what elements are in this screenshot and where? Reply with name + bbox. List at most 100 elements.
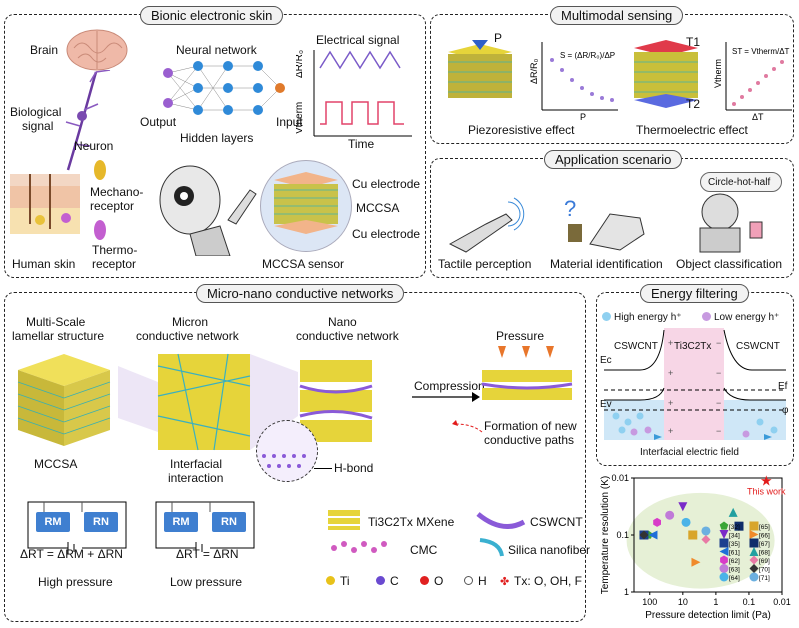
formula-st: ST = Vtherm/ΔT xyxy=(732,47,790,56)
legend-cmc: CMC xyxy=(410,543,438,557)
robot-hand-tactile xyxy=(448,197,525,253)
atom-tx-icon: ✤ xyxy=(500,576,510,588)
label-thermo-1: Thermo- xyxy=(92,243,138,257)
label-ev: Ev xyxy=(600,399,612,410)
y-tick-label: 0.1 xyxy=(616,530,629,540)
compressed-network xyxy=(481,370,573,400)
compression-arrow xyxy=(412,392,480,402)
label-material: Material identification xyxy=(550,257,663,271)
legend-marker xyxy=(719,564,729,573)
hbond-arrow xyxy=(314,468,332,469)
svg-text:+: + xyxy=(668,338,673,348)
thermo-x-label: ΔT xyxy=(752,112,764,120)
electrical-signal-plot: ΔR/R₀ Vtherm xyxy=(296,50,412,137)
label-mccsa-sensor: MCCSA sensor xyxy=(262,257,345,271)
label-input: Input xyxy=(276,115,303,129)
label-ti3c2tx: Ti3C2Tx xyxy=(674,341,712,352)
x-axis-label: Pressure detection limit (Pa) xyxy=(645,610,771,621)
data-point xyxy=(734,521,744,531)
piezo-x-label: P xyxy=(580,112,586,120)
legend-marker xyxy=(719,530,729,539)
label-cswcnt-right: CSWCNT xyxy=(736,341,780,352)
brain-illustration xyxy=(66,29,128,71)
thermoreceptor-icon xyxy=(94,220,106,240)
legend-marker xyxy=(719,538,729,548)
circuit-high-pressure xyxy=(27,501,127,554)
x-tick-label: 1 xyxy=(713,597,718,607)
label-phi: φ xyxy=(782,405,789,416)
label-output: Output xyxy=(140,115,177,129)
piezo-y-label: ΔR/R₀ xyxy=(529,58,539,84)
legend-mxene: Ti3C2Tx MXene xyxy=(368,515,455,529)
label-neural-network: Neural network xyxy=(176,43,257,57)
label-thermoelectric: Thermoelectric effect xyxy=(636,123,748,137)
resistor-rm-low: RM xyxy=(164,512,198,532)
legend-marker xyxy=(719,547,729,556)
panel-title-multimodal: Multimodal sensing xyxy=(550,6,684,25)
formula-s: S = (ΔR/R₀)/ΔP xyxy=(560,51,615,60)
hbond-lattice xyxy=(262,454,306,468)
band-diagram: ++++−−−− xyxy=(604,329,786,440)
x-tick-label: 0.01 xyxy=(773,597,791,607)
label-interfacial-2: interaction xyxy=(168,471,224,485)
atom-ti-icon xyxy=(326,576,335,585)
piezo-response-plot: ΔR/R₀ S = (ΔR/R₀)/ΔP P xyxy=(529,42,618,120)
band-middle-region xyxy=(664,328,724,440)
resistor-rn-low: RN xyxy=(212,512,246,532)
label-mechano-2: receptor xyxy=(90,199,135,213)
legend-label: [62] xyxy=(729,558,740,565)
resistor-rn-high: RN xyxy=(84,512,118,532)
label-multiscale-1: Multi-Scale xyxy=(26,315,86,329)
label-high-pressure: High pressure xyxy=(38,575,113,589)
piezo-sample-stack xyxy=(448,40,512,98)
legend-marker xyxy=(749,547,759,556)
label-mechano-1: Mechano- xyxy=(90,185,144,199)
label-cu-electrode-bottom: Cu electrode xyxy=(352,227,421,241)
legend-low-energy: Low energy h⁺ xyxy=(714,312,780,323)
panel-title-micronano: Micro-nano conductive networks xyxy=(196,284,405,303)
legend-label: [68] xyxy=(759,550,770,557)
pressure-arrows xyxy=(498,346,554,358)
hbond-zoom-circle xyxy=(256,420,318,482)
signal-y-top: ΔR/R₀ xyxy=(296,50,305,78)
legend-marker xyxy=(749,538,759,548)
data-point xyxy=(653,517,661,527)
label-nano-2: conductive network xyxy=(296,329,399,343)
data-point xyxy=(678,502,688,512)
label-time: Time xyxy=(348,137,375,151)
legend-atom-o: O xyxy=(434,574,444,588)
svg-text:−: − xyxy=(716,338,721,348)
label-thermo-2: receptor xyxy=(92,257,137,271)
data-point xyxy=(688,530,698,540)
label-piezoresistive: Piezoresistive effect xyxy=(468,123,575,137)
svg-text:?: ? xyxy=(564,196,576,221)
label-brain: Brain xyxy=(30,43,59,57)
label-hbond: H-bond xyxy=(334,461,374,475)
legend-marker xyxy=(719,521,729,530)
legend-label: [64] xyxy=(729,575,740,582)
label-pressure-p: P xyxy=(494,31,503,45)
label-ec: Ec xyxy=(600,355,612,366)
y-axis-label: Temperature resolution (K) xyxy=(600,476,611,594)
label-mccsa-cube: MCCSA xyxy=(34,457,78,471)
skin-illustration xyxy=(10,174,80,234)
annotation-this-work: This work xyxy=(747,486,786,496)
data-point xyxy=(648,530,658,540)
label-multiscale-2: lamellar structure xyxy=(12,329,105,343)
legend-high-energy: High energy h⁺ xyxy=(614,312,682,323)
label-new-paths-1: Formation of new xyxy=(484,419,577,433)
data-point xyxy=(639,530,649,540)
legend-label: [34] xyxy=(729,533,740,540)
panel-title-bionic: Bionic electronic skin xyxy=(140,6,284,25)
label-t1: T1 xyxy=(686,35,701,49)
mccsa-sensor-stack xyxy=(274,172,338,234)
label-micron-2: conductive network xyxy=(136,329,239,343)
label-interfacial-1: Interfacial xyxy=(170,457,223,471)
neural-network-diagram xyxy=(163,61,285,115)
label-new-paths-2: conductive paths xyxy=(484,433,575,447)
legend-marker xyxy=(720,555,728,565)
legend-marker xyxy=(749,572,759,582)
label-t2: T2 xyxy=(686,97,701,111)
label-electrical-signal: Electrical signal xyxy=(316,33,400,47)
label-object: Object classification xyxy=(676,257,783,271)
